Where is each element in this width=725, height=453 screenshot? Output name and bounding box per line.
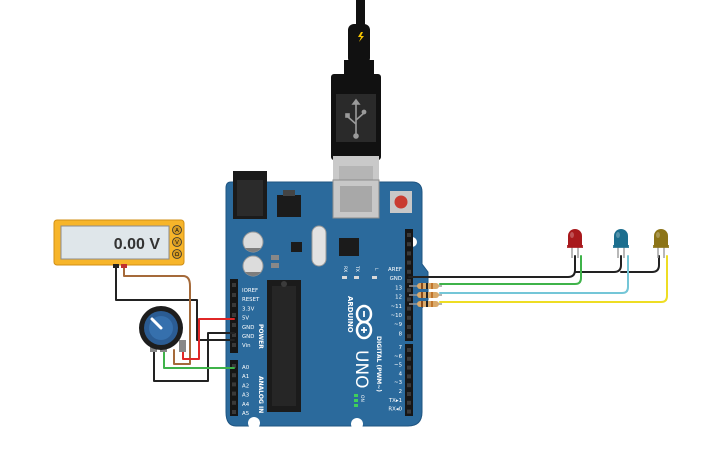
pin-label-tx1: TX▸1 <box>388 398 402 404</box>
usb-icon <box>345 98 367 139</box>
reset-button[interactable] <box>390 191 412 213</box>
digital-section-label: DIGITAL (PWM~) <box>375 336 382 392</box>
resistor-pin13[interactable] <box>409 283 442 289</box>
pin-label-11: ~11 <box>391 304 402 310</box>
resistor-pin12[interactable] <box>409 292 442 298</box>
wire-black-led-gnd[interactable] <box>408 255 576 278</box>
power-section-label: POWER <box>257 324 264 349</box>
led-red[interactable] <box>567 229 583 258</box>
pin-label-gnd: GND <box>242 325 254 331</box>
potentiometer-knob-indicator[interactable] <box>150 317 163 330</box>
pin-label-3: ~3 <box>394 380 402 386</box>
multimeter-reading: 0.00 V <box>114 236 161 253</box>
pin-label-a1: A1 <box>242 374 249 380</box>
pin-label-5v: 5V <box>242 316 249 322</box>
wire-black-gnd[interactable] <box>153 332 235 382</box>
wire-green-pin13[interactable] <box>439 255 582 285</box>
wire-cyan-pin12[interactable] <box>439 255 629 294</box>
pin-label-13: 13 <box>395 285 402 291</box>
wire-black-probe[interactable] <box>115 265 235 341</box>
wire-green-a0[interactable] <box>163 351 235 369</box>
led-yellow[interactable] <box>653 229 669 258</box>
pin-label-a2: A2 <box>242 383 249 389</box>
pin-label-rx0: RX◂0 <box>388 407 402 413</box>
pin-label-2: 2 <box>399 389 402 395</box>
digital-header-top[interactable] <box>405 229 413 341</box>
multimeter[interactable]: 0.00 V A V Ω <box>53 219 185 268</box>
pin-label-5: ~5 <box>394 363 402 369</box>
pin-label-gnd: GND <box>390 276 402 282</box>
resistor-pin11[interactable] <box>409 301 442 307</box>
mode-ohms[interactable]: Ω <box>175 252 179 258</box>
pin-label-8: 8 <box>399 331 403 337</box>
pin-label-33v: 3.3V <box>242 306 255 312</box>
rx-label: RX <box>342 266 348 272</box>
digital-header-bottom[interactable] <box>405 344 413 416</box>
analog-header[interactable] <box>230 360 238 416</box>
pin-label-a4: A4 <box>242 402 250 408</box>
tx-label: TX <box>354 265 360 272</box>
mode-amps[interactable]: A <box>175 228 179 234</box>
mounting-hole <box>248 417 260 429</box>
wires[interactable] <box>115 255 668 382</box>
arduino-uno-board[interactable]: ARDUINO UNO RX TX L ON POWER ANALOG IN D… <box>225 171 429 430</box>
on-label: ON <box>359 395 365 402</box>
pin-label-4: 4 <box>399 371 403 377</box>
mounting-hole <box>351 418 363 430</box>
pin-label-ioref: IOREF <box>242 288 258 294</box>
pin-label-a5: A5 <box>242 411 249 417</box>
potentiometer[interactable] <box>139 306 186 352</box>
analog-section-label: ANALOG IN <box>257 376 264 413</box>
wire-yellow-pin11[interactable] <box>439 255 668 303</box>
l-label: L <box>373 268 379 271</box>
pin-label-vin: Vin <box>242 343 250 349</box>
capacitor <box>242 255 264 277</box>
model-label: UNO <box>351 350 371 389</box>
pin-label-aref: AREF <box>388 267 402 273</box>
arduino-infinity-logo <box>355 304 373 340</box>
wire-brown-probe[interactable] <box>123 265 191 365</box>
pin-label-reset: RESET <box>242 297 260 303</box>
pin-label-7: 7 <box>399 345 402 351</box>
mode-volts[interactable]: V <box>175 240 179 246</box>
pin-label-a3: A3 <box>242 393 249 399</box>
multimeter-mode-selector[interactable]: A V Ω <box>172 225 182 259</box>
lightning-bolt-icon <box>358 32 364 42</box>
pin-label-6: ~6 <box>394 354 403 360</box>
pin-label-gnd: GND <box>242 334 254 340</box>
pin-label-10: ~10 <box>391 313 403 319</box>
pin-label-a0: A0 <box>242 365 250 371</box>
wire-red-5v[interactable] <box>182 318 235 360</box>
pin-label-12: 12 <box>395 295 402 301</box>
brand-label: ARDUINO <box>346 296 354 333</box>
capacitor <box>242 231 264 253</box>
pin-label-9: ~9 <box>394 322 403 328</box>
led-blue[interactable] <box>613 229 629 258</box>
